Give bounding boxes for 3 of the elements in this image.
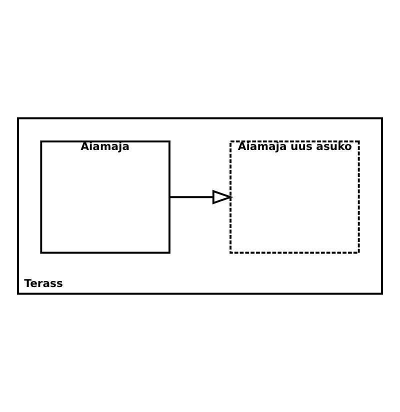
arrow [170,190,234,204]
node-box: Aiamaja uus asuko [230,140,360,254]
node-box: Aiamaja [40,140,170,254]
